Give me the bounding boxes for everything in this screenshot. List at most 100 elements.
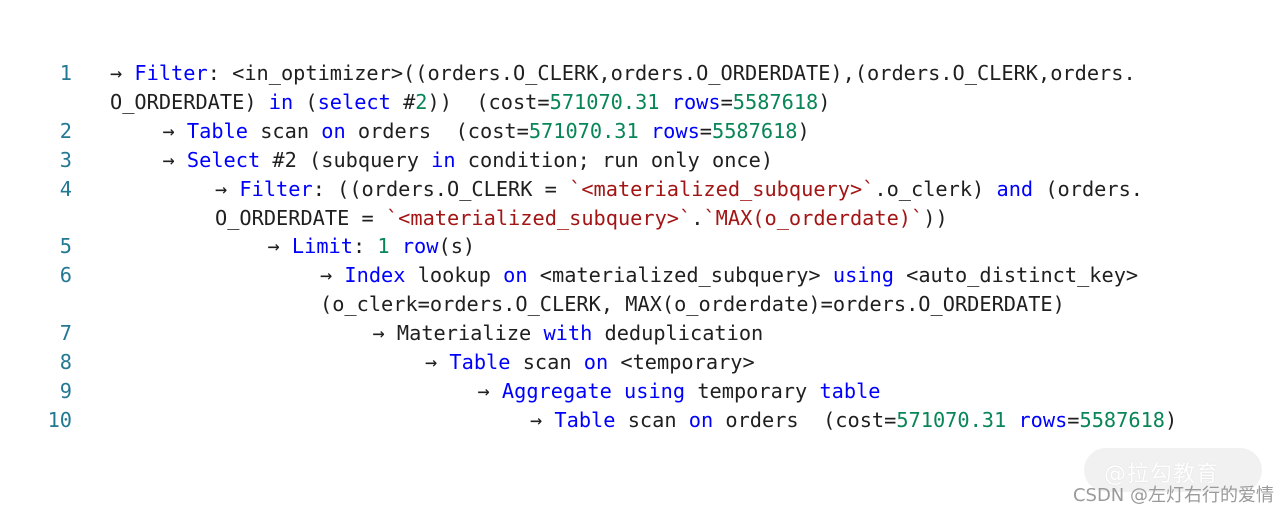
code-text: → Index lookup on <materialized_subquery…	[110, 261, 1280, 319]
code-token: Table	[186, 118, 248, 143]
code-token: select	[317, 89, 391, 114]
code-token: deduplication	[592, 321, 764, 346]
code-token: (o_clerk=orders.O_CLERK, MAX(o_orderdate…	[320, 292, 1065, 317]
code-row: → Table scan on orders (cost=571070.31 r…	[163, 117, 1241, 146]
code-token: Filter	[239, 176, 313, 201]
code-line: 4 → Filter: ((orders.O_CLERK = `<material…	[0, 175, 1280, 233]
code-token: row	[401, 234, 439, 259]
code-text: → Table scan on orders (cost=571070.31 r…	[110, 406, 1280, 435]
code-text: → Aggregate using temporary table	[110, 377, 1280, 406]
code-row: → Materialize with deduplication	[373, 319, 1241, 348]
code-text: → Filter: <in_optimizer>((orders.O_CLERK…	[110, 59, 1280, 117]
code-row: → Select #2 (subquery in condition; run …	[163, 146, 1241, 175]
code-token: <materialized_subquery>	[527, 263, 833, 288]
line-number: 1	[59, 61, 72, 85]
line-number: 10	[47, 407, 72, 432]
code-row: (o_clerk=orders.O_CLERK, MAX(o_orderdate…	[320, 290, 1240, 319]
code-token: #	[390, 89, 416, 114]
code-token: (s)	[438, 234, 476, 259]
code-line: 5 → Limit: 1 row(s)	[0, 232, 1280, 261]
code-token: Aggregate	[501, 378, 612, 403]
code-token: `MAX(o_orderdate)`	[703, 205, 924, 230]
line-number: 4	[59, 176, 72, 201]
code-token: <temporary>	[608, 350, 755, 375]
code-row: → Index lookup on <materialized_subquery…	[320, 261, 1240, 290]
code-token: : <in_optimizer>((orders.O_CLERK,orders.…	[207, 61, 1136, 85]
code-token: in	[431, 147, 456, 172]
code-block: 1→ Filter: <in_optimizer>((orders.O_CLER…	[0, 59, 1280, 435]
code-row: O_ORDERDATE = `<materialized_subquery>`.…	[215, 204, 1240, 233]
code-text: → Limit: 1 row(s)	[110, 232, 1280, 261]
code-token: →	[320, 263, 345, 288]
code-token	[660, 90, 672, 114]
code-token: in	[268, 89, 294, 114]
code-token: →	[425, 350, 450, 375]
code-line: 6→ Index lookup on <materialized_subquer…	[0, 261, 1280, 319]
code-row: → Table scan on orders (cost=571070.31 r…	[530, 406, 1240, 435]
code-token: O_ORDERDATE =	[215, 205, 386, 230]
code-token: → Materialize	[372, 321, 544, 346]
code-token: 5587618	[712, 118, 798, 143]
code-token	[639, 119, 651, 143]
code-token: `<materialized_subquery>`	[385, 205, 692, 230]
code-token: (	[293, 89, 318, 114]
code-token: `<materialized_subquery>`	[569, 176, 875, 201]
code-row: → Filter: ((orders.O_CLERK = `<materiali…	[215, 175, 1240, 204]
code-token: →	[267, 234, 292, 259]
code-token: Limit	[291, 234, 353, 259]
code-token: 2	[415, 89, 428, 114]
code-token: on	[503, 263, 528, 288]
line-number: 9	[59, 378, 72, 403]
code-token: rows	[1018, 407, 1068, 432]
code-token	[612, 379, 624, 403]
code-token: O_ORDERDATE)	[110, 89, 269, 114]
code-token: .o_clerk)	[874, 176, 997, 201]
code-text: → Table scan on orders (cost=571070.31 r…	[110, 117, 1280, 146]
code-token: →	[162, 147, 187, 172]
code-text: → Table scan on <temporary>	[110, 348, 1280, 377]
code-token: Table	[449, 350, 511, 375]
code-token	[390, 234, 402, 258]
code-text: → Materialize with deduplication	[110, 319, 1280, 348]
code-token: using	[832, 263, 894, 288]
code-row: → Filter: <in_optimizer>((orders.O_CLERK…	[110, 59, 1240, 88]
code-token: orders (cost=	[713, 407, 897, 432]
code-row: → Aggregate using temporary table	[478, 377, 1241, 406]
code-token: scan	[247, 118, 322, 143]
code-token	[1006, 408, 1018, 432]
code-line: 3→ Select #2 (subquery in condition; run…	[0, 146, 1280, 175]
code-token: on	[583, 350, 609, 375]
code-token: 571070.31	[896, 407, 1007, 432]
line-number: 5	[59, 234, 72, 259]
code-text: → Filter: ((orders.O_CLERK = `<materiali…	[110, 175, 1280, 233]
code-token: 5587618	[732, 89, 819, 114]
code-token: and	[996, 176, 1034, 201]
code-token: =	[1067, 407, 1080, 432]
code-token: with	[543, 321, 593, 346]
code-token: 571070.31	[549, 89, 660, 114]
code-token: )	[797, 118, 810, 143]
code-token: ))	[923, 205, 948, 230]
code-token: →	[215, 176, 240, 201]
code-token: scan	[615, 407, 689, 432]
code-token: using	[624, 378, 686, 403]
code-token: :	[352, 234, 378, 259]
code-token: condition; run only once)	[455, 147, 774, 172]
line-number: 7	[59, 321, 72, 346]
code-token: temporary	[685, 378, 820, 403]
code-token: →	[110, 61, 135, 85]
code-row: → Limit: 1 row(s)	[268, 232, 1241, 261]
watermark-logo-badge	[1084, 448, 1262, 492]
code-token: orders (cost=	[345, 118, 529, 143]
code-token: =	[699, 118, 713, 143]
code-row: → Table scan on <temporary>	[425, 348, 1240, 377]
code-token: Select	[186, 147, 261, 172]
csdn-watermark: CSDN @左灯右行的爱情	[1072, 485, 1274, 506]
code-token: →	[477, 378, 502, 403]
code-line: 1 → Filter: <in_optimizer>((orders.O_CLER…	[0, 59, 1280, 117]
code-token: )	[1165, 407, 1178, 432]
code-token: Filter	[134, 61, 208, 85]
code-token: =	[720, 89, 733, 114]
code-token: lookup	[405, 263, 504, 288]
code-token: Table	[554, 407, 616, 432]
